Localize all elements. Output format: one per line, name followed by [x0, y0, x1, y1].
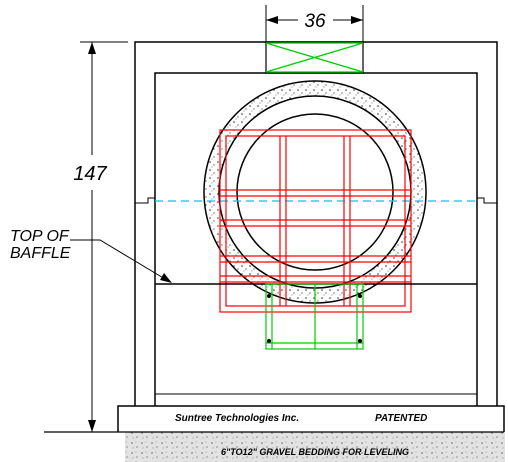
gravel-bedding — [125, 432, 505, 462]
left-joint — [135, 197, 155, 204]
support-cage — [265, 283, 364, 350]
hatch-cross-2 — [265, 42, 364, 73]
pipe-bore — [236, 113, 394, 271]
pipe-inner-ring — [218, 95, 412, 289]
baffle-leader — [70, 239, 171, 283]
base-slab — [117, 405, 505, 432]
cage-bolt-3 — [267, 339, 271, 343]
baffle-leader-arrow — [160, 273, 172, 283]
right-joint — [477, 197, 497, 204]
baffle-label-line2: BAFFLE — [10, 245, 71, 262]
dim-vert-arrow-bottom — [88, 420, 96, 432]
dim-vert-arrow-top — [88, 42, 96, 54]
patent-label: PATENTED — [375, 413, 427, 424]
cage-bolt-2 — [358, 294, 362, 298]
cage-bolt-4 — [358, 339, 362, 343]
dim-top-width-label: 36 — [304, 11, 326, 32]
bedding-label: 6"TO12" GRAVEL BEDDING FOR LEVELING — [221, 447, 409, 457]
cage-bolt-1 — [267, 294, 271, 298]
dim-height-label: 147 — [73, 163, 107, 185]
dim-top-arrow-right — [351, 16, 363, 24]
company-label: Suntree Technologies Inc. — [175, 413, 299, 424]
baffle-label-line1: TOP OF — [10, 228, 70, 245]
dim-top-arrow-left — [266, 16, 278, 24]
